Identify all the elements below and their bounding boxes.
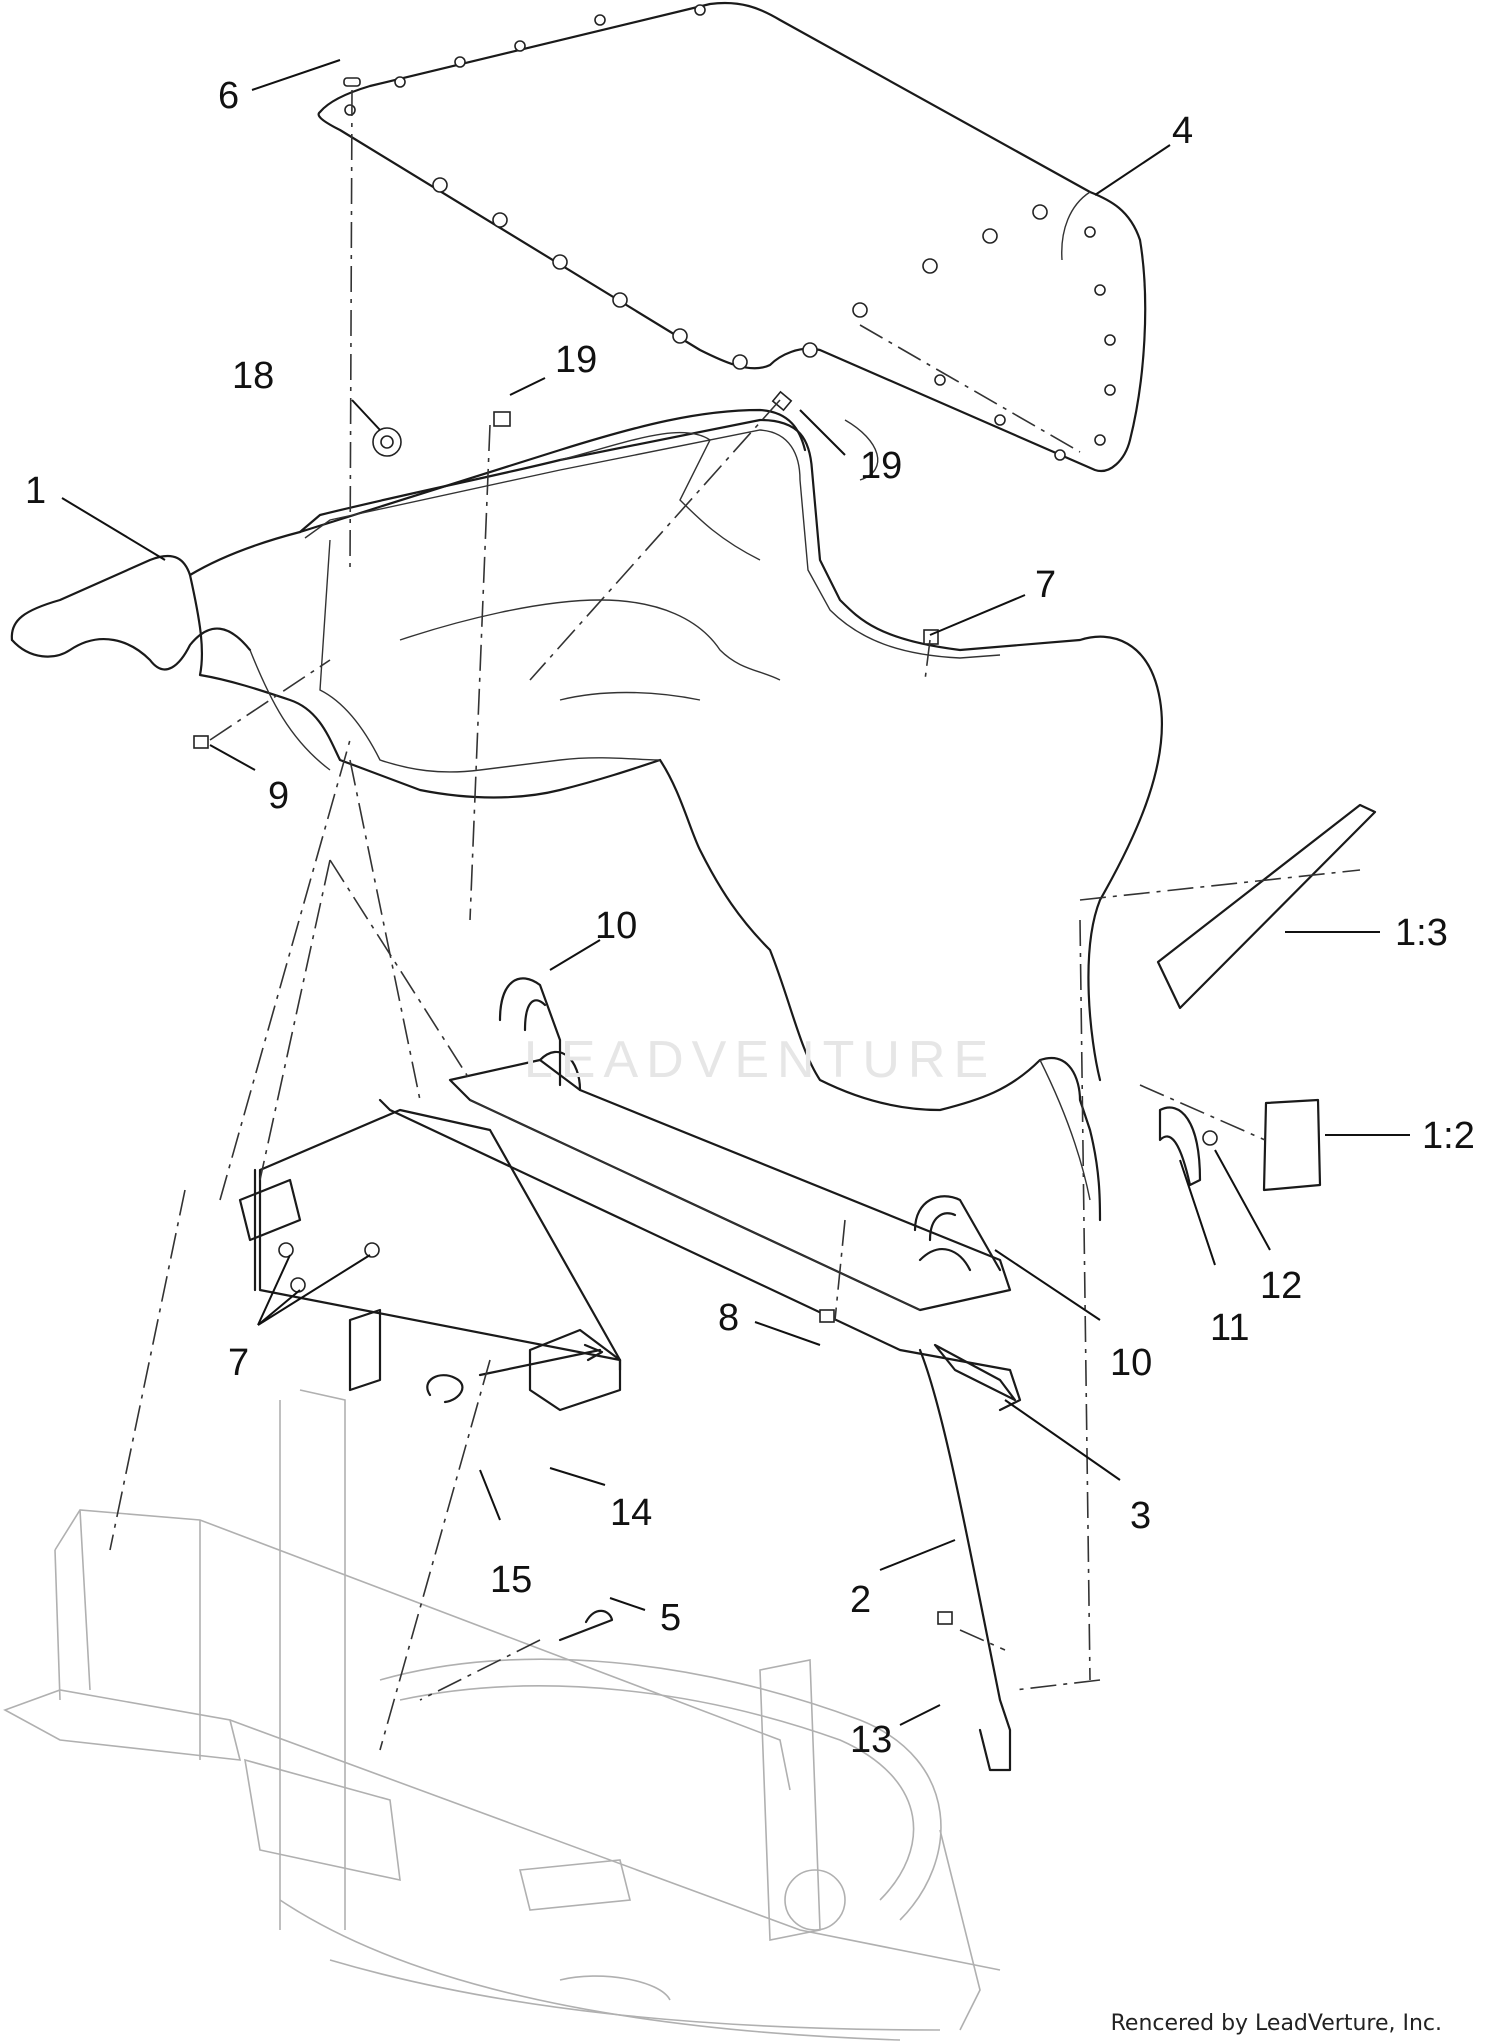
callout-labels: 6 4 18 19 19 1 7 9 10 1:3 1:2 10 11 12 7…: [25, 75, 1475, 1761]
decal-1-3: [1156, 803, 1377, 1010]
callout-18: 18: [232, 355, 274, 397]
callout-19a: 19: [555, 339, 597, 381]
callout-11: 11: [1210, 1307, 1249, 1349]
hood-part-1: [10, 408, 1164, 1222]
decal-1-2: [1262, 1098, 1322, 1192]
callout-leaders: [61, 59, 1410, 1726]
callout-7a: 7: [1035, 564, 1056, 606]
callout-12: 12: [1260, 1265, 1302, 1307]
callout-2: 2: [850, 1579, 871, 1621]
chassis-frame: [3, 1389, 1001, 2041]
callout-5: 5: [660, 1597, 681, 1639]
callout-10a: 10: [595, 905, 637, 947]
callout-10b: 10: [1110, 1342, 1152, 1384]
hood-top-panel-part-4: [317, 1, 1147, 473]
callout-13: 13: [850, 1719, 892, 1761]
callout-6: 6: [218, 75, 239, 117]
callout-1-3: 1:3: [1395, 912, 1448, 954]
render-credit: Rencered by LeadVerture, Inc.: [1110, 2011, 1442, 2036]
panel-fasteners: [344, 4, 1116, 461]
callout-1: 1: [25, 470, 46, 512]
callout-14: 14: [610, 1492, 652, 1534]
callout-8: 8: [718, 1297, 739, 1339]
callout-9: 9: [268, 775, 289, 817]
callout-15: 15: [490, 1559, 532, 1601]
hardware: [193, 77, 1218, 1642]
callout-1-2: 1:2: [1422, 1115, 1475, 1157]
callout-4: 4: [1172, 110, 1193, 152]
hinge-bracket-assembly: [238, 977, 1202, 1772]
callout-3: 3: [1130, 1495, 1151, 1537]
callout-19b: 19: [860, 445, 902, 487]
callout-7b: 7: [228, 1342, 249, 1384]
alignment-lines: [109, 89, 1361, 1751]
watermark: LEADVENTURE: [523, 1031, 997, 1089]
